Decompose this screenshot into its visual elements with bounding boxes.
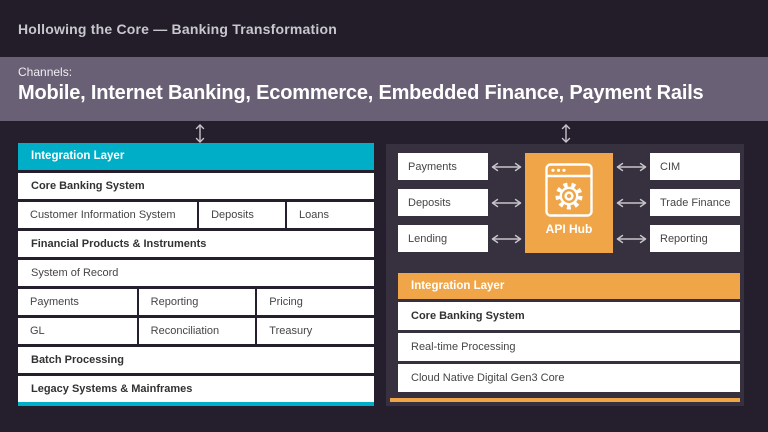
- source-box-payments: Payments: [398, 153, 488, 180]
- page-title: Hollowing the Core — Banking Transformat…: [18, 20, 337, 37]
- left-right-arrow-icon: [491, 234, 522, 244]
- up-down-arrow-icon: [561, 124, 571, 143]
- left-right-arrow-icon: [491, 198, 522, 208]
- integration-layer-header-modern: Integration Layer: [398, 273, 740, 299]
- left-right-arrow-icon: [616, 198, 647, 208]
- cell-customer-information-system: Customer Information System: [30, 209, 176, 221]
- legacy-core-stack-panel: Integration Layer Core Banking System Cu…: [18, 143, 374, 406]
- stack-row-financial-products: Financial Products & Instruments: [18, 231, 374, 257]
- stack-row-core-modules: Customer Information System Deposits Loa…: [18, 202, 374, 228]
- up-down-arrow-icon: [195, 124, 205, 143]
- left-right-arrow-icon: [616, 234, 647, 244]
- integration-layer-header: Integration Layer: [18, 143, 374, 170]
- cell-deposits: Deposits: [197, 202, 285, 228]
- left-right-arrow-icon: [616, 162, 647, 172]
- target-box-cim: CIM: [650, 153, 740, 180]
- page-header: Hollowing the Core — Banking Transformat…: [0, 0, 768, 57]
- browser-gear-icon: [545, 163, 593, 217]
- source-box-lending: Lending: [398, 225, 488, 252]
- cell-reporting: Reporting: [136, 289, 256, 315]
- cell-gl: GL: [30, 325, 45, 337]
- channels-list: Mobile, Internet Banking, Ecommerce, Emb…: [18, 82, 704, 104]
- stack-row-legacy-systems: Legacy Systems & Mainframes: [18, 376, 374, 402]
- cell-pricing: Pricing: [255, 289, 374, 315]
- panel-accent-strip-orange: [390, 398, 740, 402]
- api-hub-box: API Hub: [525, 153, 613, 253]
- api-hub-panel: Payments Deposits Lending API Hub CIM Tr…: [386, 144, 744, 406]
- panel-accent-strip-cyan: [18, 402, 374, 406]
- stack-row-system-of-record: System of Record: [18, 260, 374, 286]
- modern-row-realtime-processing: Real-time Processing: [398, 333, 740, 361]
- modern-row-core-banking-system: Core Banking System: [398, 302, 740, 330]
- stack-row-core-banking-system: Core Banking System: [18, 173, 374, 199]
- left-right-arrow-icon: [491, 162, 522, 172]
- source-box-deposits: Deposits: [398, 189, 488, 216]
- cell-payments: Payments: [30, 296, 79, 308]
- channels-label: Channels:: [18, 65, 73, 79]
- cell-treasury: Treasury: [255, 318, 374, 344]
- modern-row-cloud-native-core: Cloud Native Digital Gen3 Core: [398, 364, 740, 392]
- target-box-trade-finance: Trade Finance: [650, 189, 740, 216]
- stack-row-functions-1: Payments Reporting Pricing: [18, 289, 374, 315]
- api-hub-label: API Hub: [545, 222, 593, 236]
- stack-row-batch-processing: Batch Processing: [18, 347, 374, 373]
- cell-loans: Loans: [284, 202, 374, 228]
- target-box-reporting: Reporting: [650, 225, 740, 252]
- cell-reconciliation: Reconciliation: [136, 318, 256, 344]
- stack-row-functions-2: GL Reconciliation Treasury: [18, 318, 374, 344]
- channels-banner: Channels: Mobile, Internet Banking, Ecom…: [0, 57, 768, 121]
